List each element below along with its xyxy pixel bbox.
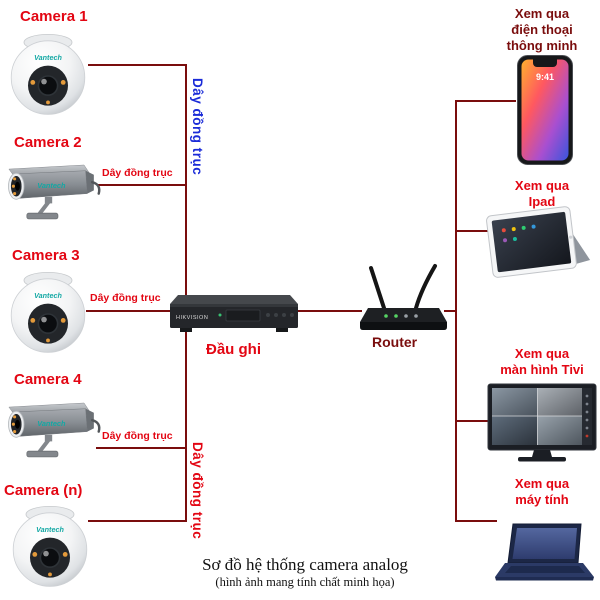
dome-camera-icon: Vantech [10, 272, 86, 353]
connector-line [86, 310, 172, 312]
dvr-brand-text: HIKVISION [176, 315, 208, 321]
viewer-ipad-label: Xem qua Ipad [502, 178, 582, 210]
coax-cable-label: Dây đồng trục [90, 292, 161, 304]
viewer-laptop-label: Xem qua máy tính [502, 476, 582, 508]
connector-line [88, 64, 186, 66]
viewer-label-line: Xem qua [514, 178, 570, 193]
camera-4-label: Camera 4 [14, 371, 82, 388]
camera-3-label: Camera 3 [12, 247, 80, 264]
router-label: Router [372, 334, 418, 350]
viewer-tivi-label: Xem qua màn hình Tivi [494, 346, 590, 378]
connector-line [455, 230, 488, 232]
camera-2-label: Camera 2 [14, 134, 82, 151]
caption-subtitle: (hình ảnh mang tính chất minh họa) [215, 575, 395, 589]
phone-time-text: 9:41 [536, 72, 554, 82]
connector-line [88, 520, 186, 522]
viewer-label-line: Xem qua [514, 346, 570, 361]
router-icon [360, 264, 447, 330]
camera-n-label: Camera (n) [4, 482, 83, 499]
smartphone-icon: 9:41 [517, 55, 573, 165]
bullet-camera-icon: Vantech [8, 402, 101, 458]
tv-icon [487, 383, 597, 462]
viewer-label-line: máy tính [515, 491, 569, 507]
connector-line [455, 420, 488, 422]
connector-line [298, 310, 362, 312]
camera-brand-text: Vantech [34, 291, 62, 300]
viewer-label-line: màn hình Tivi [500, 361, 584, 377]
laptop-icon [495, 523, 594, 581]
connector-trunk-right [455, 100, 457, 522]
bullet-camera-icon: Vantech [8, 164, 101, 220]
camera-brand-text: Vantech [36, 525, 64, 534]
camera-brand-text: Vantech [34, 53, 62, 62]
connector-line [98, 184, 186, 186]
dvr-icon: HIKVISION [170, 295, 298, 332]
viewer-label-line: Ipad [528, 193, 556, 209]
coax-cable-label-bottom: Dây đồng trục [190, 442, 205, 540]
connector-line [444, 310, 456, 312]
dome-camera-icon: Vantech [10, 34, 86, 115]
coax-cable-label-top: Dây đồng trục [190, 78, 205, 176]
viewer-label-line: điện thoại [511, 21, 573, 37]
viewer-label-line: thông minh [506, 37, 578, 53]
ipad-icon [486, 206, 591, 278]
connector-line [455, 100, 516, 102]
connector-line [455, 520, 497, 522]
viewer-phone-label: Xem qua điện thoại thông minh [498, 6, 586, 54]
dome-camera-icon: Vantech [12, 506, 88, 587]
viewer-label-line: Xem qua [514, 6, 570, 21]
coax-cable-label: Dây đồng trục [102, 430, 173, 442]
dvr-label: Đầu ghi [206, 341, 261, 358]
connector-trunk-left [185, 64, 187, 522]
camera-brand-text: Vantech [37, 181, 66, 190]
camera-1-label: Camera 1 [20, 8, 88, 25]
caption-title: Sơ đồ hệ thống camera analog [202, 555, 408, 574]
connector-line [96, 447, 186, 449]
coax-cable-label: Dây đồng trục [102, 167, 173, 179]
camera-brand-text: Vantech [37, 419, 66, 428]
viewer-label-line: Xem qua [514, 476, 570, 491]
